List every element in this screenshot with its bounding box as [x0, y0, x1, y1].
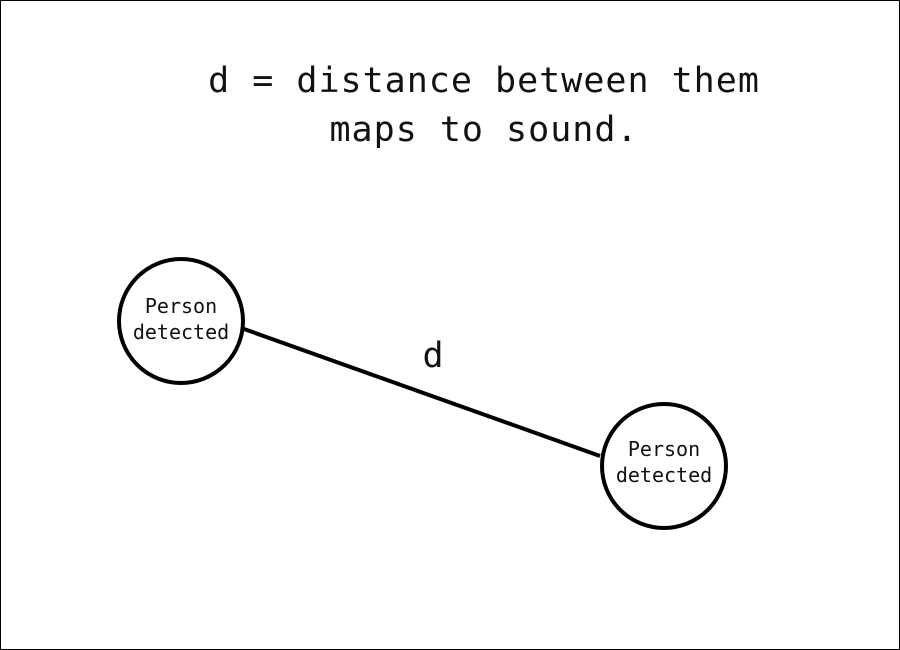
distance-label: d	[422, 336, 443, 376]
caption-line-2: maps to sound.	[329, 110, 639, 150]
person-node-1: Person detected	[117, 257, 245, 385]
person-node-2: Person detected	[600, 402, 728, 530]
person-node-1-circle	[117, 257, 245, 385]
person-node-2-label-line-1: Person	[628, 437, 700, 461]
person-node-2-label-line-2: detected	[616, 463, 712, 487]
caption: d = distance between them maps to sound.	[1, 57, 899, 155]
distance-edge	[243, 327, 601, 458]
caption-line-1: d = distance between them	[208, 61, 760, 101]
person-node-2-circle	[600, 402, 728, 530]
person-node-1-label-line-2: detected	[133, 320, 229, 344]
person-node-1-label-line-1: Person	[145, 294, 217, 318]
